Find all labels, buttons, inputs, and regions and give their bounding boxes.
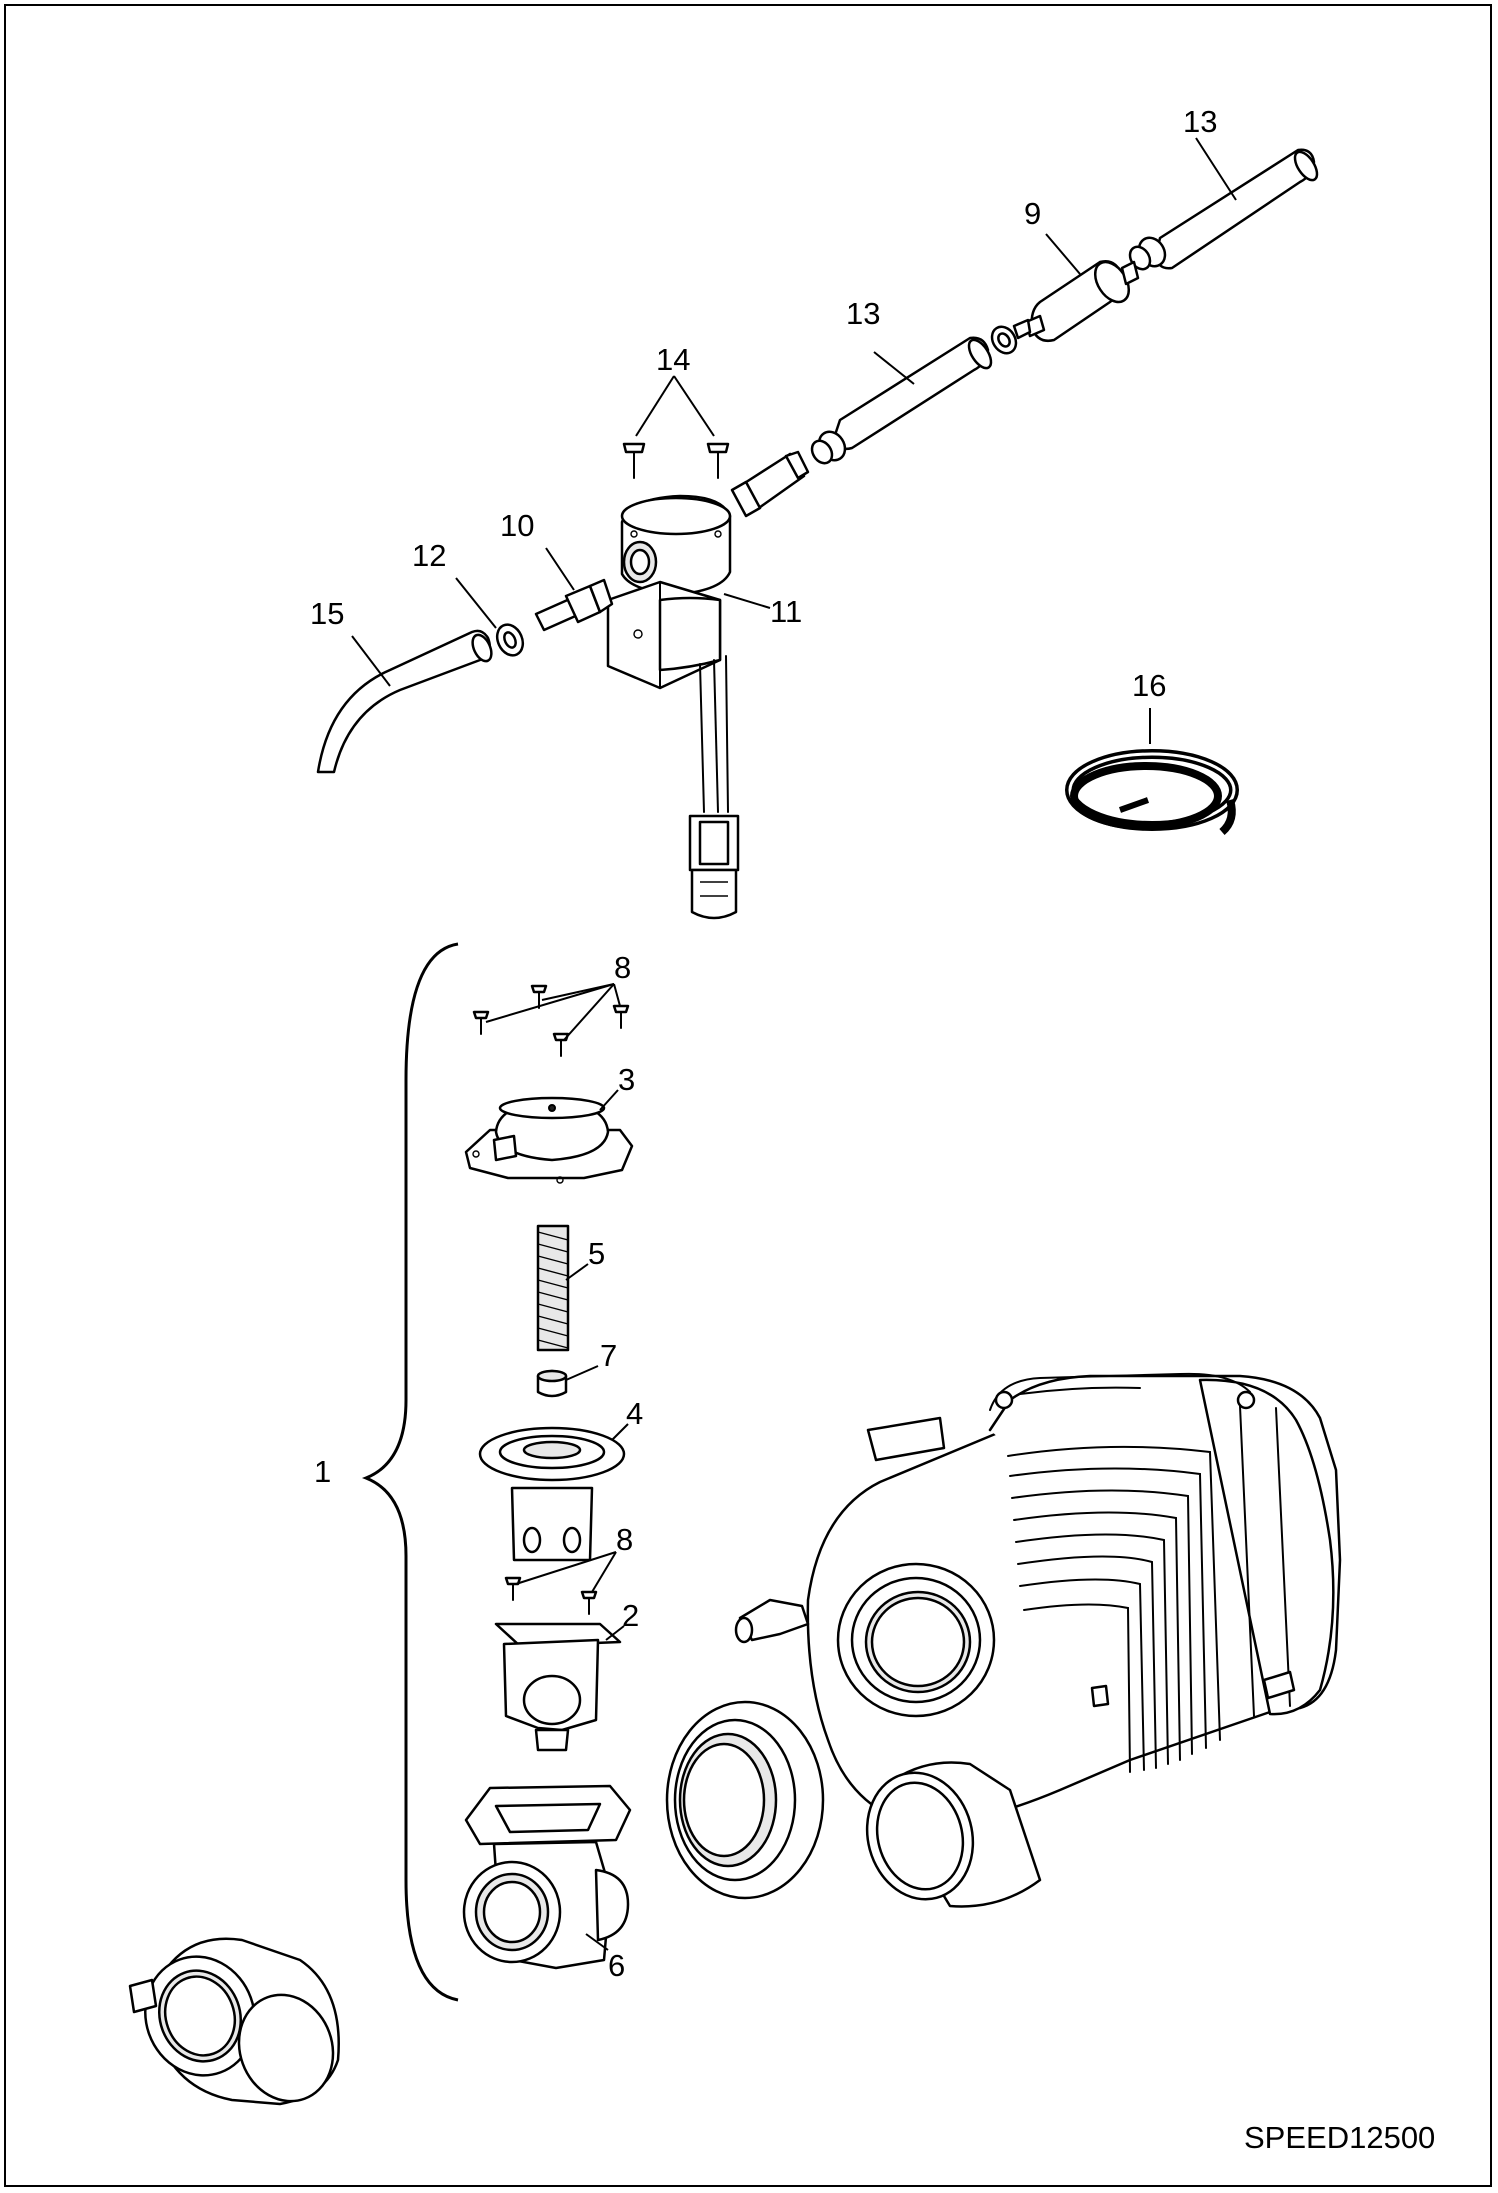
part-intake-boot (665, 1700, 825, 1900)
part-cover-3 (464, 1096, 634, 1184)
part-cap-7 (536, 1369, 568, 1398)
part-fuel-pump-11 (606, 494, 732, 690)
callout-11: 11 (770, 594, 802, 629)
callout-5: 5 (588, 1236, 605, 1271)
drawing-code: SPEED12500 (1244, 2120, 1435, 2155)
drawing-frame (4, 4, 1492, 2187)
callout-15: 15 (310, 596, 344, 631)
callout-2: 2 (622, 1598, 639, 1633)
part-spring-5 (536, 1224, 570, 1352)
part-valve-body-6 (462, 1784, 632, 1970)
callout-8-lower: 8 (616, 1522, 633, 1557)
part-pump-harness (688, 655, 740, 920)
part-hose-15 (316, 629, 493, 774)
callout-14: 14 (656, 342, 690, 377)
part-screws-14 (622, 442, 730, 479)
leader-lines (351, 137, 1237, 1951)
callout-12: 12 (412, 538, 446, 573)
callout-4: 4 (626, 1396, 643, 1431)
callout-16: 16 (1132, 668, 1166, 703)
callout-9: 9 (1024, 196, 1041, 231)
part-clamp-lower (810, 430, 847, 465)
callout-10: 10 (500, 508, 534, 543)
callout-1: 1 (314, 1454, 331, 1489)
part-intake-elbow (128, 1937, 340, 2106)
part-housing-2 (494, 1622, 622, 1752)
part-hose-13-upper (1154, 148, 1319, 270)
part-diaphragm-4 (478, 1426, 626, 1562)
part-hose-13-lower (832, 336, 993, 451)
callout-8-upper: 8 (614, 950, 631, 985)
bracket-brace-1 (361, 942, 459, 2002)
part-air-cleaner-housing (734, 1372, 1342, 1908)
part-screws-8-upper (472, 984, 630, 1057)
callout-6: 6 (608, 1948, 625, 1983)
callout-13-lower: 13 (846, 296, 880, 331)
part-fitting-right (730, 450, 810, 518)
part-hose-coil-16 (1065, 749, 1239, 836)
part-clamp-mid (990, 325, 1018, 355)
part-fitting-10 (534, 578, 614, 632)
callout-13-upper: 13 (1183, 104, 1217, 139)
part-clamp-12 (495, 623, 525, 657)
part-fuel-filter-9 (1012, 260, 1140, 342)
callout-7: 7 (600, 1338, 617, 1373)
callout-3: 3 (618, 1062, 635, 1097)
